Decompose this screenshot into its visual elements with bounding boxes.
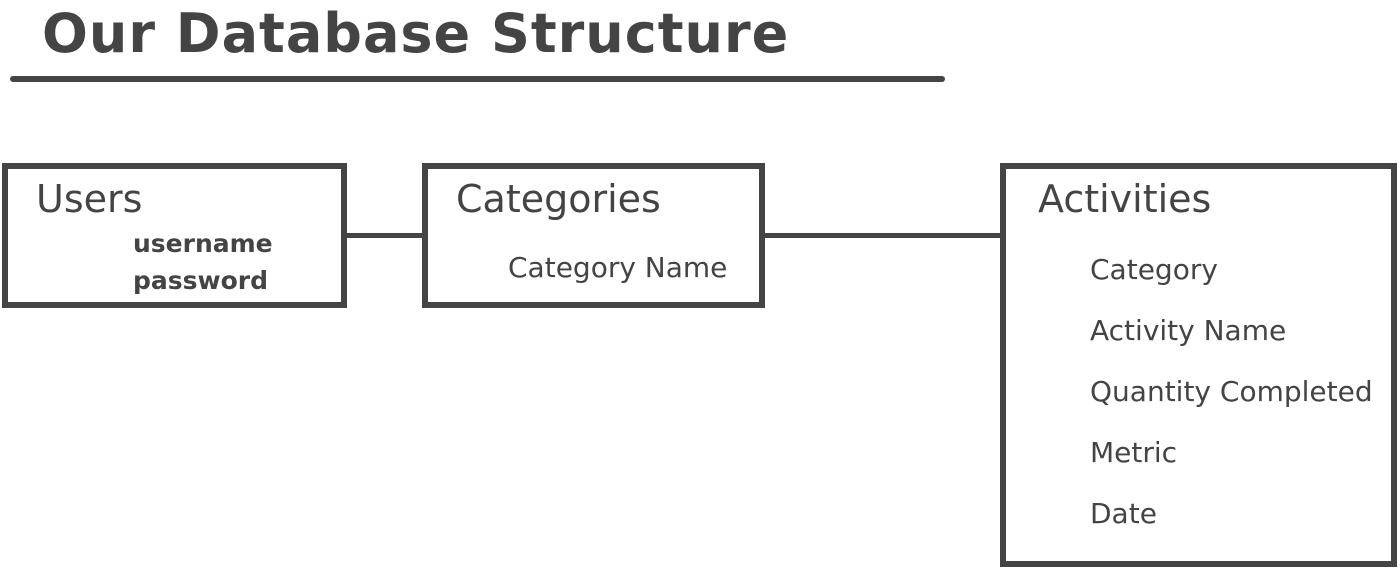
activities-field-activity-name: Activity Name [1090,314,1287,347]
activities-field-category: Category [1090,253,1218,286]
entity-categories: Categories Category Name [422,163,765,308]
title-underline [10,76,945,82]
entity-activities: Activities Category Activity Name Quanti… [1000,163,1397,567]
entity-users-title: Users [36,177,143,221]
entity-activities-title: Activities [1038,177,1212,221]
activities-field-quantity-completed: Quantity Completed [1090,375,1373,408]
connector-categories-activities [765,233,1002,238]
categories-field-category-name: Category Name [508,251,728,284]
entity-users: Users username password [2,163,347,308]
diagram-title: Our Database Structure [42,2,790,65]
entity-categories-title: Categories [456,177,661,221]
users-field-username: username [133,229,273,258]
users-field-password: password [133,266,269,295]
activities-field-date: Date [1090,497,1157,530]
connector-users-categories [345,233,425,238]
activities-field-metric: Metric [1090,436,1178,469]
